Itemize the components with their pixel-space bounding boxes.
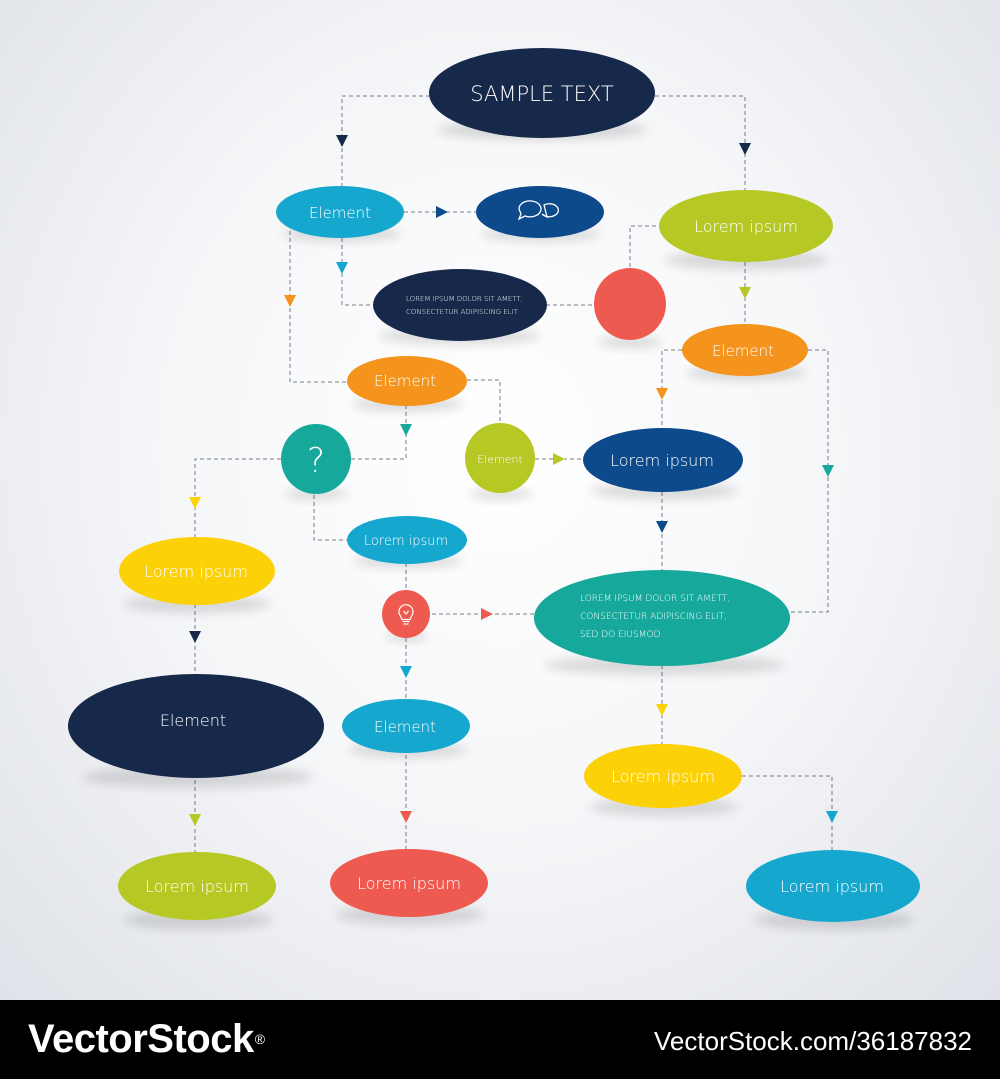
flowchart: SAMPLE TEXT Element Lorem ipsum LOREM IP… bbox=[68, 48, 920, 930]
light-bulb-icon bbox=[398, 604, 414, 625]
node-lorem-lime-bottom-label: Lorem ipsum bbox=[145, 877, 249, 896]
node-lorem-yellow-left-label: Lorem ipsum bbox=[144, 562, 248, 581]
diagram-canvas: SAMPLE TEXT Element Lorem ipsum LOREM IP… bbox=[0, 0, 1000, 1000]
node-lorem-red-bottom[interactable]: Lorem ipsum bbox=[330, 849, 488, 925]
image-id-text: VectorStock.com/36187832 bbox=[654, 1026, 972, 1056]
node-question[interactable]: ? bbox=[281, 424, 351, 500]
node-lorem-yellow-right[interactable]: Lorem ipsum bbox=[584, 744, 742, 816]
arrowhead bbox=[400, 811, 412, 823]
node-dolor-long-line-3: SED DO EIUSMOD. bbox=[580, 630, 663, 640]
node-speech-bubble[interactable] bbox=[476, 186, 604, 242]
node-lorem-lime-bottom[interactable]: Lorem ipsum bbox=[118, 852, 276, 930]
node-bulb[interactable] bbox=[382, 590, 430, 642]
connector-element-mid-to-question bbox=[351, 405, 407, 460]
node-sample-text-label: SAMPLE TEXT bbox=[470, 82, 614, 106]
vectorstock-logo-text: VectorStock bbox=[28, 1017, 254, 1061]
arrowhead bbox=[481, 608, 493, 620]
arrowhead bbox=[739, 143, 751, 155]
speech-bubbles-icon bbox=[517, 200, 559, 221]
node-red-circle[interactable] bbox=[594, 268, 666, 348]
arrowhead bbox=[400, 666, 412, 678]
node-element-circle[interactable]: Element bbox=[465, 423, 535, 500]
arrowhead bbox=[553, 453, 565, 465]
node-dolor-short[interactable]: LOREM IPSUM DOLOR SIT AMETT, CONSECTETUR… bbox=[373, 269, 547, 345]
connector-red-circle-to-lorem bbox=[629, 225, 659, 267]
node-lorem-red-bottom-label: Lorem ipsum bbox=[357, 874, 461, 893]
arrowhead bbox=[189, 497, 201, 509]
arrowhead bbox=[336, 135, 348, 147]
arrowhead bbox=[400, 424, 412, 436]
arrowhead bbox=[656, 521, 668, 533]
arrowheads bbox=[189, 135, 838, 826]
node-lorem-cyan-bottom-label: Lorem ipsum bbox=[780, 877, 884, 896]
node-element-mid-label: Element bbox=[374, 372, 436, 390]
node-element-large-label: Element bbox=[160, 711, 226, 730]
arrowhead bbox=[336, 262, 348, 274]
connector-title-right bbox=[655, 95, 746, 190]
arrowhead bbox=[284, 295, 296, 307]
connector-yellow-to-cyan bbox=[742, 775, 833, 850]
node-lorem-blue[interactable]: Lorem ipsum bbox=[583, 428, 743, 500]
node-element-top-left[interactable]: Element bbox=[276, 186, 404, 242]
node-sample-text[interactable]: SAMPLE TEXT bbox=[429, 48, 655, 140]
connector-title-left bbox=[341, 95, 430, 187]
node-element-center-lower[interactable]: Element bbox=[342, 699, 470, 758]
node-dolor-long[interactable]: LOREM IPSUM DOLOR SIT AMETT, CONSECTETUR… bbox=[534, 570, 790, 675]
node-lorem-cyan-bottom[interactable]: Lorem ipsum bbox=[746, 850, 920, 930]
connector-element-to-dolor bbox=[341, 238, 374, 306]
node-dolor-short-line-2: CONSECTETUR ADIPISCING ELIT bbox=[406, 308, 519, 316]
arrowhead bbox=[656, 704, 668, 716]
node-lorem-small-cyan-label: Lorem ipsum bbox=[364, 534, 448, 549]
node-lorem-top-right[interactable]: Lorem ipsum bbox=[659, 190, 833, 270]
node-lorem-yellow-right-label: Lorem ipsum bbox=[611, 767, 715, 786]
arrowhead bbox=[826, 811, 838, 823]
arrowhead bbox=[189, 631, 201, 643]
node-lorem-small-cyan[interactable]: Lorem ipsum bbox=[347, 516, 467, 568]
node-element-circle-label: Element bbox=[477, 453, 523, 466]
arrowhead bbox=[656, 388, 668, 400]
connector-question-to-lorem-small bbox=[313, 495, 347, 541]
node-dolor-long-line-1: LOREM IPSUM DOLOR SIT AMETT, bbox=[580, 594, 730, 604]
node-element-center-lower-label: Element bbox=[374, 718, 436, 736]
node-element-large[interactable]: Element bbox=[68, 674, 324, 788]
watermark-footer: VectorStock® VectorStock.com/36187832 bbox=[0, 1000, 1000, 1079]
node-element-upper-right[interactable]: Element bbox=[682, 324, 808, 381]
node-element-top-left-label: Element bbox=[309, 204, 371, 222]
registered-mark: ® bbox=[254, 1031, 265, 1047]
node-dolor-long-line-2: CONSECTETUR ADIPISCING ELIT, bbox=[580, 612, 727, 622]
connector-element-right-to-lorem-blue bbox=[661, 349, 682, 430]
vectorstock-logo: VectorStock® bbox=[28, 1014, 265, 1064]
arrowhead bbox=[822, 465, 834, 477]
node-lorem-yellow-left[interactable]: Lorem ipsum bbox=[119, 537, 275, 613]
question-mark-icon: ? bbox=[307, 441, 325, 481]
node-element-mid[interactable]: Element bbox=[347, 356, 467, 412]
node-lorem-top-right-label: Lorem ipsum bbox=[694, 217, 798, 236]
connector-element-to-element-mid bbox=[289, 224, 347, 383]
connector-element-mid-to-circle bbox=[467, 379, 501, 423]
arrowhead bbox=[436, 206, 448, 218]
arrowhead bbox=[189, 814, 201, 826]
node-element-upper-right-label: Element bbox=[712, 342, 774, 360]
connector-element-right-to-dolor-long bbox=[790, 349, 829, 613]
connector-question-to-yellow bbox=[194, 458, 281, 538]
node-lorem-blue-label: Lorem ipsum bbox=[610, 451, 714, 470]
node-dolor-short-line-1: LOREM IPSUM DOLOR SIT AMETT, bbox=[406, 295, 523, 303]
arrowhead bbox=[739, 287, 751, 299]
